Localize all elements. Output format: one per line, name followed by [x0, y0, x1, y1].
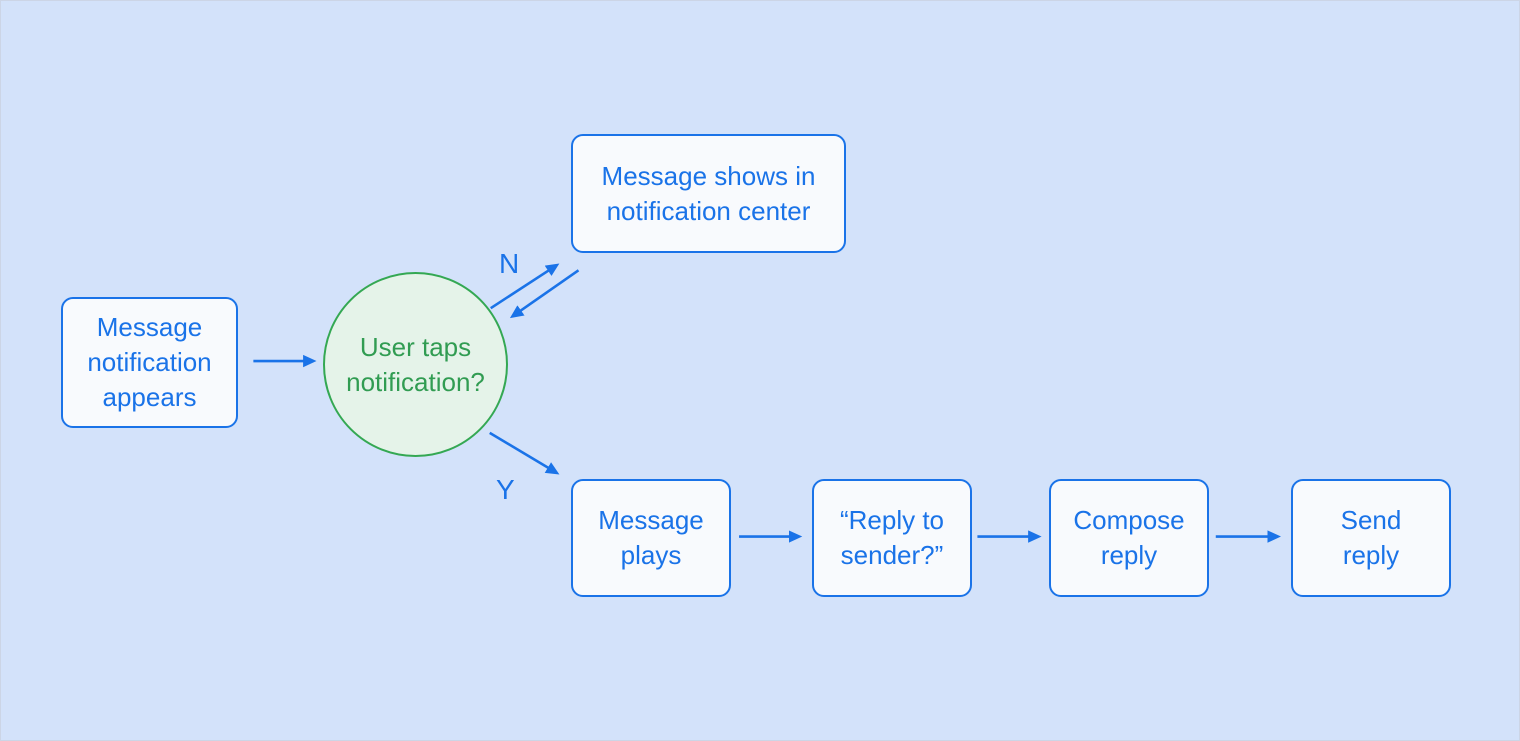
- edge-notification-center-to-decision: [509, 269, 580, 319]
- node-message-plays: Message plays: [571, 479, 731, 597]
- edge-label-no: N: [499, 248, 520, 279]
- node-message-shows-in-notification-center: Message shows in notification center: [571, 134, 846, 253]
- node-send-reply: Send reply: [1291, 479, 1451, 597]
- node-compose-reply: Compose reply: [1049, 479, 1209, 597]
- node-user-taps-notification-decision: User taps notification?: [323, 272, 508, 457]
- node-reply-to-sender: “Reply to sender?”: [812, 479, 972, 597]
- edge-label-yes: Y: [496, 474, 515, 505]
- edge-decision-to-message-plays: [489, 431, 560, 475]
- node-message-notification-appears: Message notification appears: [61, 297, 238, 428]
